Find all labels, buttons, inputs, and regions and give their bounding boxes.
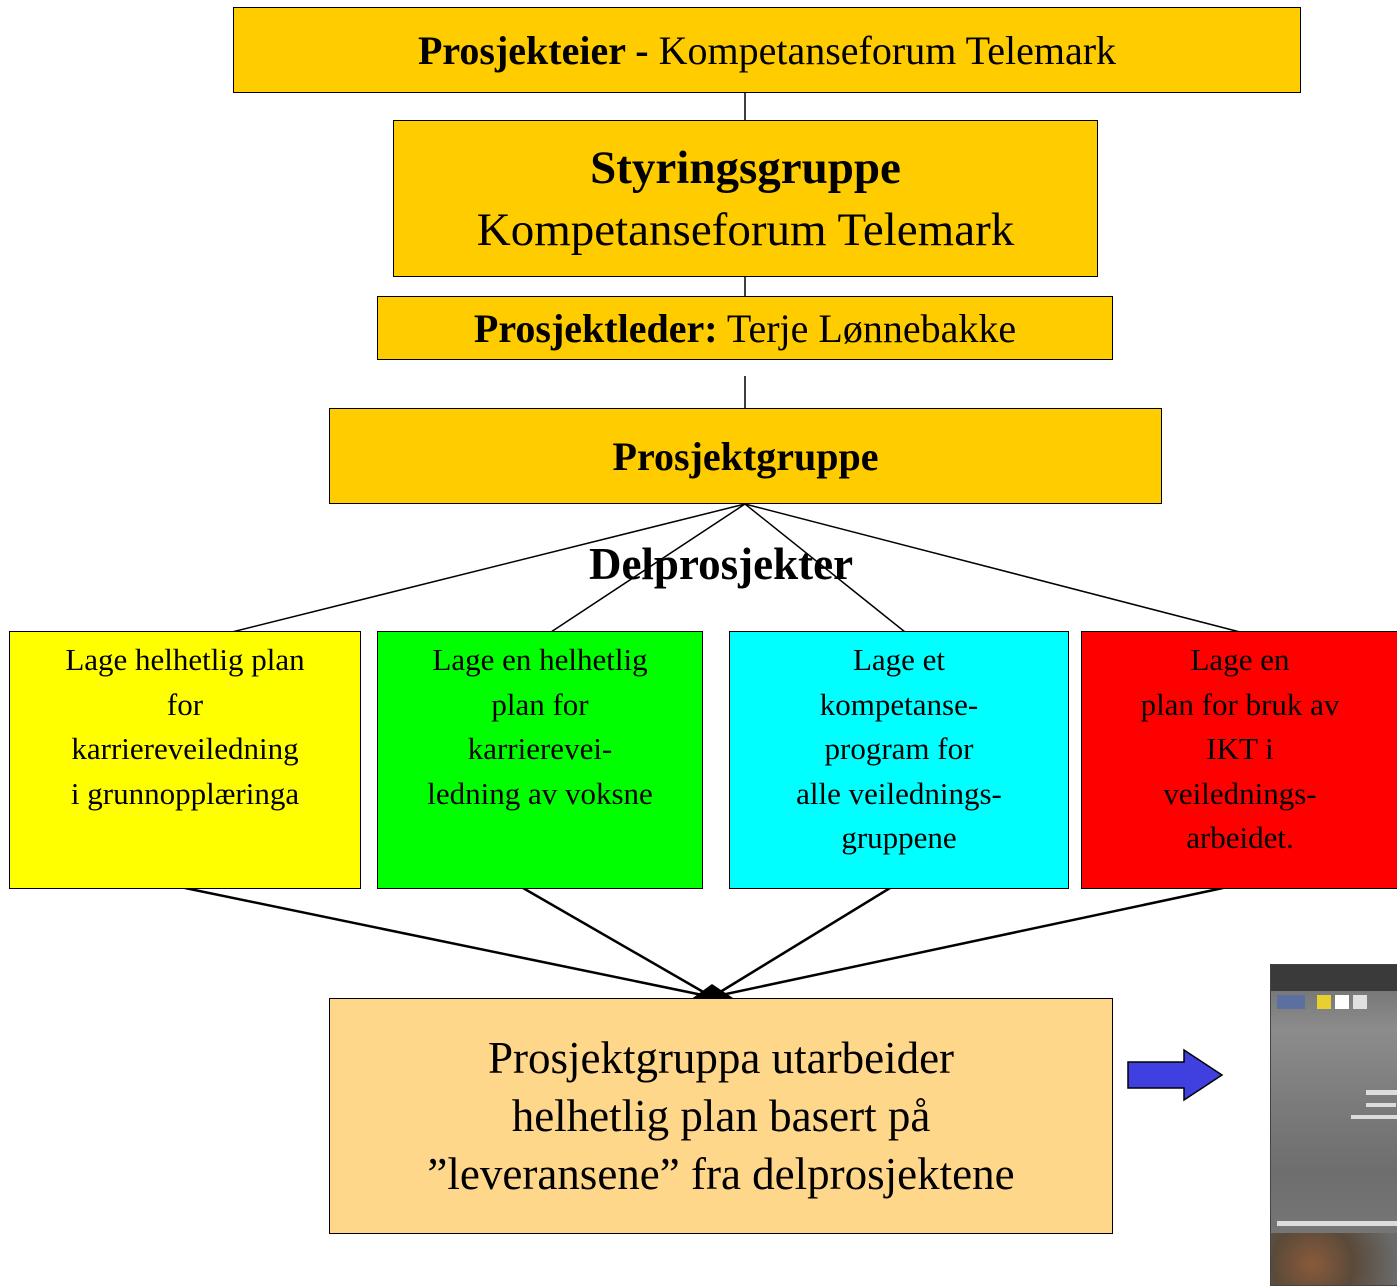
leader-box: Prosjektleder: Terje Lønnebakke: [377, 296, 1113, 360]
arrowhead: [690, 984, 736, 1000]
subproject-4: Lage en plan for bruk av IKT i veilednin…: [1081, 631, 1397, 889]
owner-box: Prosjekteier - Kompetanseforum Telemark: [233, 7, 1301, 93]
owner-label: Prosjekteier -: [417, 27, 649, 73]
connector-group-sub1: [231, 503, 746, 633]
connector-sub1-result: [184, 886, 713, 999]
subproject-3: Lage et kompetanse- program for alle vei…: [729, 631, 1069, 889]
connector-sub3-result: [711, 886, 891, 999]
steering-box: Styringsgruppe Kompetanseforum Telemark: [393, 120, 1098, 277]
leader-value: Terje Lønnebakke: [726, 305, 1017, 351]
connector-sub2-result: [522, 886, 713, 999]
connector-group-sub3: [744, 503, 906, 633]
connector-group-sub2: [550, 503, 746, 633]
steering-title: Styringsgruppe: [590, 141, 901, 194]
owner-line: Prosjekteier - Kompetanseforum Telemark: [418, 27, 1116, 74]
screenshot-thumbnail: [1270, 964, 1397, 1286]
subproject-2: Lage en helhetlig plan for karrierevei- …: [377, 631, 703, 889]
steering-subtitle: Kompetanseforum Telemark: [476, 203, 1015, 256]
connector-group-sub4: [744, 503, 1241, 633]
leader-label: Prosjektleder:: [473, 305, 718, 351]
subproject-1: Lage helhetlig plan for karriereveiledni…: [9, 631, 361, 889]
connector-sub4-result: [711, 886, 1224, 999]
result-box: Prosjektgruppa utarbeider helhetlig plan…: [329, 998, 1113, 1234]
owner-value: Kompetanseforum Telemark: [658, 27, 1117, 73]
leader-line: Prosjektleder: Terje Lønnebakke: [474, 305, 1016, 352]
project-group-box: Prosjektgruppe: [329, 408, 1162, 504]
project-group-title: Prosjektgruppe: [612, 433, 879, 479]
right-arrow-icon: [1127, 1048, 1224, 1102]
subprojects-heading: Delprosjekter: [588, 539, 854, 589]
